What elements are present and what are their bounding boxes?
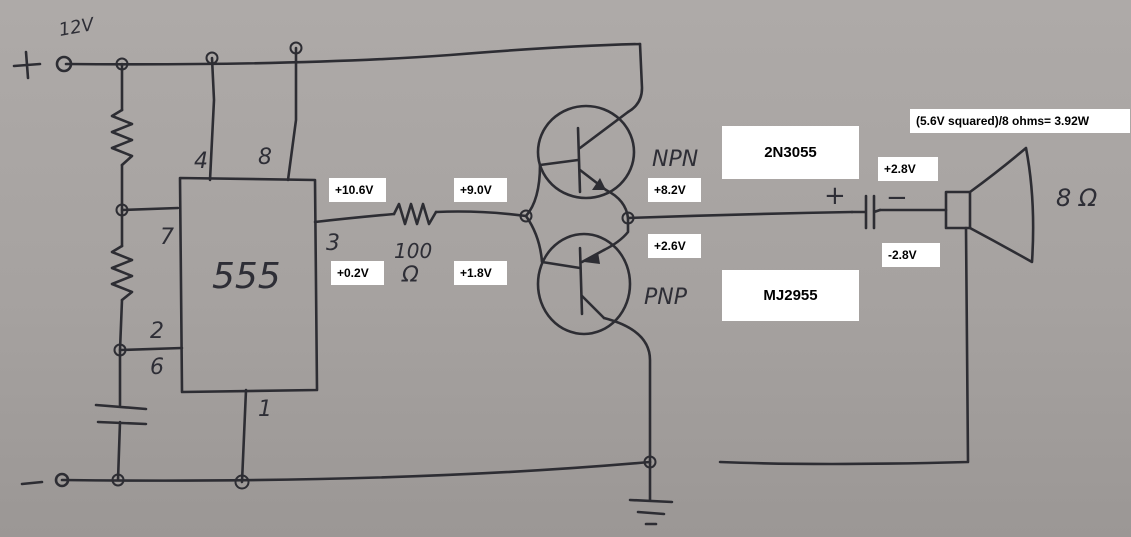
junction-dot — [205, 51, 219, 65]
ground-symbol — [628, 498, 674, 526]
pin3-low-voltage-label: +0.2V — [331, 261, 384, 285]
junction-dot — [113, 343, 127, 357]
speaker-return-wire — [718, 226, 970, 466]
pin-4-label: 4 — [194, 149, 208, 174]
emitter-output-wire — [626, 210, 854, 220]
power-calculation-label: (5.6V squared)/8 ohms= 3.92W — [910, 109, 1130, 133]
ground-rail-wire — [60, 460, 652, 482]
supply-rail-wire — [64, 42, 642, 66]
chip-555-label: 555 — [212, 256, 281, 297]
negative-terminal — [54, 472, 70, 488]
pin-2-label: 2 — [150, 319, 164, 344]
junction-dot — [115, 203, 129, 217]
npn-label: NPN — [652, 147, 698, 172]
pnp-part-number-label: MJ2955 — [722, 270, 859, 321]
npn-collector-wire — [626, 42, 644, 114]
capacitor-plus-label: + — [824, 181, 846, 211]
pin3-high-voltage-label: +10.6V — [329, 178, 386, 202]
resistor-r2 — [110, 244, 134, 302]
pnp-label: PNP — [644, 285, 688, 310]
pin4-wire — [208, 56, 216, 182]
base-feed-wire — [434, 210, 528, 218]
junction-dot — [289, 41, 303, 55]
resistor-ohm-label: Ω — [401, 263, 419, 288]
timing-capacitor — [94, 403, 148, 426]
speaker-low-voltage-label: -2.8V — [882, 243, 940, 267]
speaker-high-voltage-label: +2.8V — [878, 157, 938, 181]
pnp-collector-wire — [602, 316, 652, 464]
base-split-wire — [524, 158, 582, 270]
pin8-wire — [286, 46, 298, 182]
plus-sign-mark — [12, 50, 42, 80]
base-high-voltage-label: +9.0V — [454, 178, 507, 202]
npn-emitter-arrow — [592, 178, 606, 190]
pnp-transistor — [536, 232, 632, 336]
positive-terminal — [55, 55, 73, 73]
output-capacitor — [850, 194, 882, 230]
resistor-100-ohm — [392, 202, 438, 226]
npn-part-number-label: 2N3055 — [722, 126, 859, 179]
pin-6-label: 6 — [150, 355, 164, 380]
pnp-base-bar — [578, 246, 584, 316]
npn-collector-lead — [578, 110, 630, 150]
pin7-wire — [120, 206, 180, 212]
pin1-wire — [240, 388, 248, 484]
junction-dot — [643, 455, 657, 469]
pin-7-label: 7 — [160, 225, 174, 250]
pnp-envelope — [536, 232, 632, 336]
pin2-6-wire — [118, 346, 184, 352]
junction-dot — [621, 211, 635, 225]
resistor-r1 — [110, 108, 134, 167]
pin-3-label: 3 — [326, 231, 340, 256]
junctions — [111, 41, 657, 490]
junction-dot — [234, 474, 250, 490]
emitter-low-voltage-label: +2.6V — [648, 234, 701, 258]
handwritten-labels: 12V 4 8 7 3 2 6 1 555 100 Ω NPN PNP + − … — [57, 14, 1098, 422]
chip-555-body — [178, 176, 319, 394]
npn-base-bar — [576, 126, 582, 194]
pnp-emitter-arrow — [584, 252, 600, 264]
emitter-high-voltage-label: +8.2V — [648, 178, 701, 202]
resistor-value-label: 100 — [394, 239, 432, 263]
supply-terminals — [12, 50, 73, 488]
minus-sign-mark — [20, 480, 44, 486]
speaker-magnet — [944, 190, 972, 230]
junction-dot — [115, 57, 129, 71]
npn-transistor — [536, 104, 636, 200]
pnp-collector-lead — [580, 294, 606, 320]
pin3-output-wire — [313, 212, 396, 224]
junction-dot — [519, 209, 533, 223]
pin-1-label: 1 — [258, 397, 272, 422]
speaker — [944, 146, 1035, 264]
supply-voltage-label: 12V — [57, 14, 97, 41]
capacitor-minus-label: − — [886, 183, 908, 213]
pin-8-label: 8 — [258, 145, 272, 170]
speaker-impedance-label: 8 Ω — [1056, 184, 1098, 212]
speaker-cone — [968, 146, 1035, 264]
npn-envelope — [536, 104, 636, 200]
base-low-voltage-label: +1.8V — [454, 261, 507, 285]
junction-dot — [111, 473, 125, 487]
